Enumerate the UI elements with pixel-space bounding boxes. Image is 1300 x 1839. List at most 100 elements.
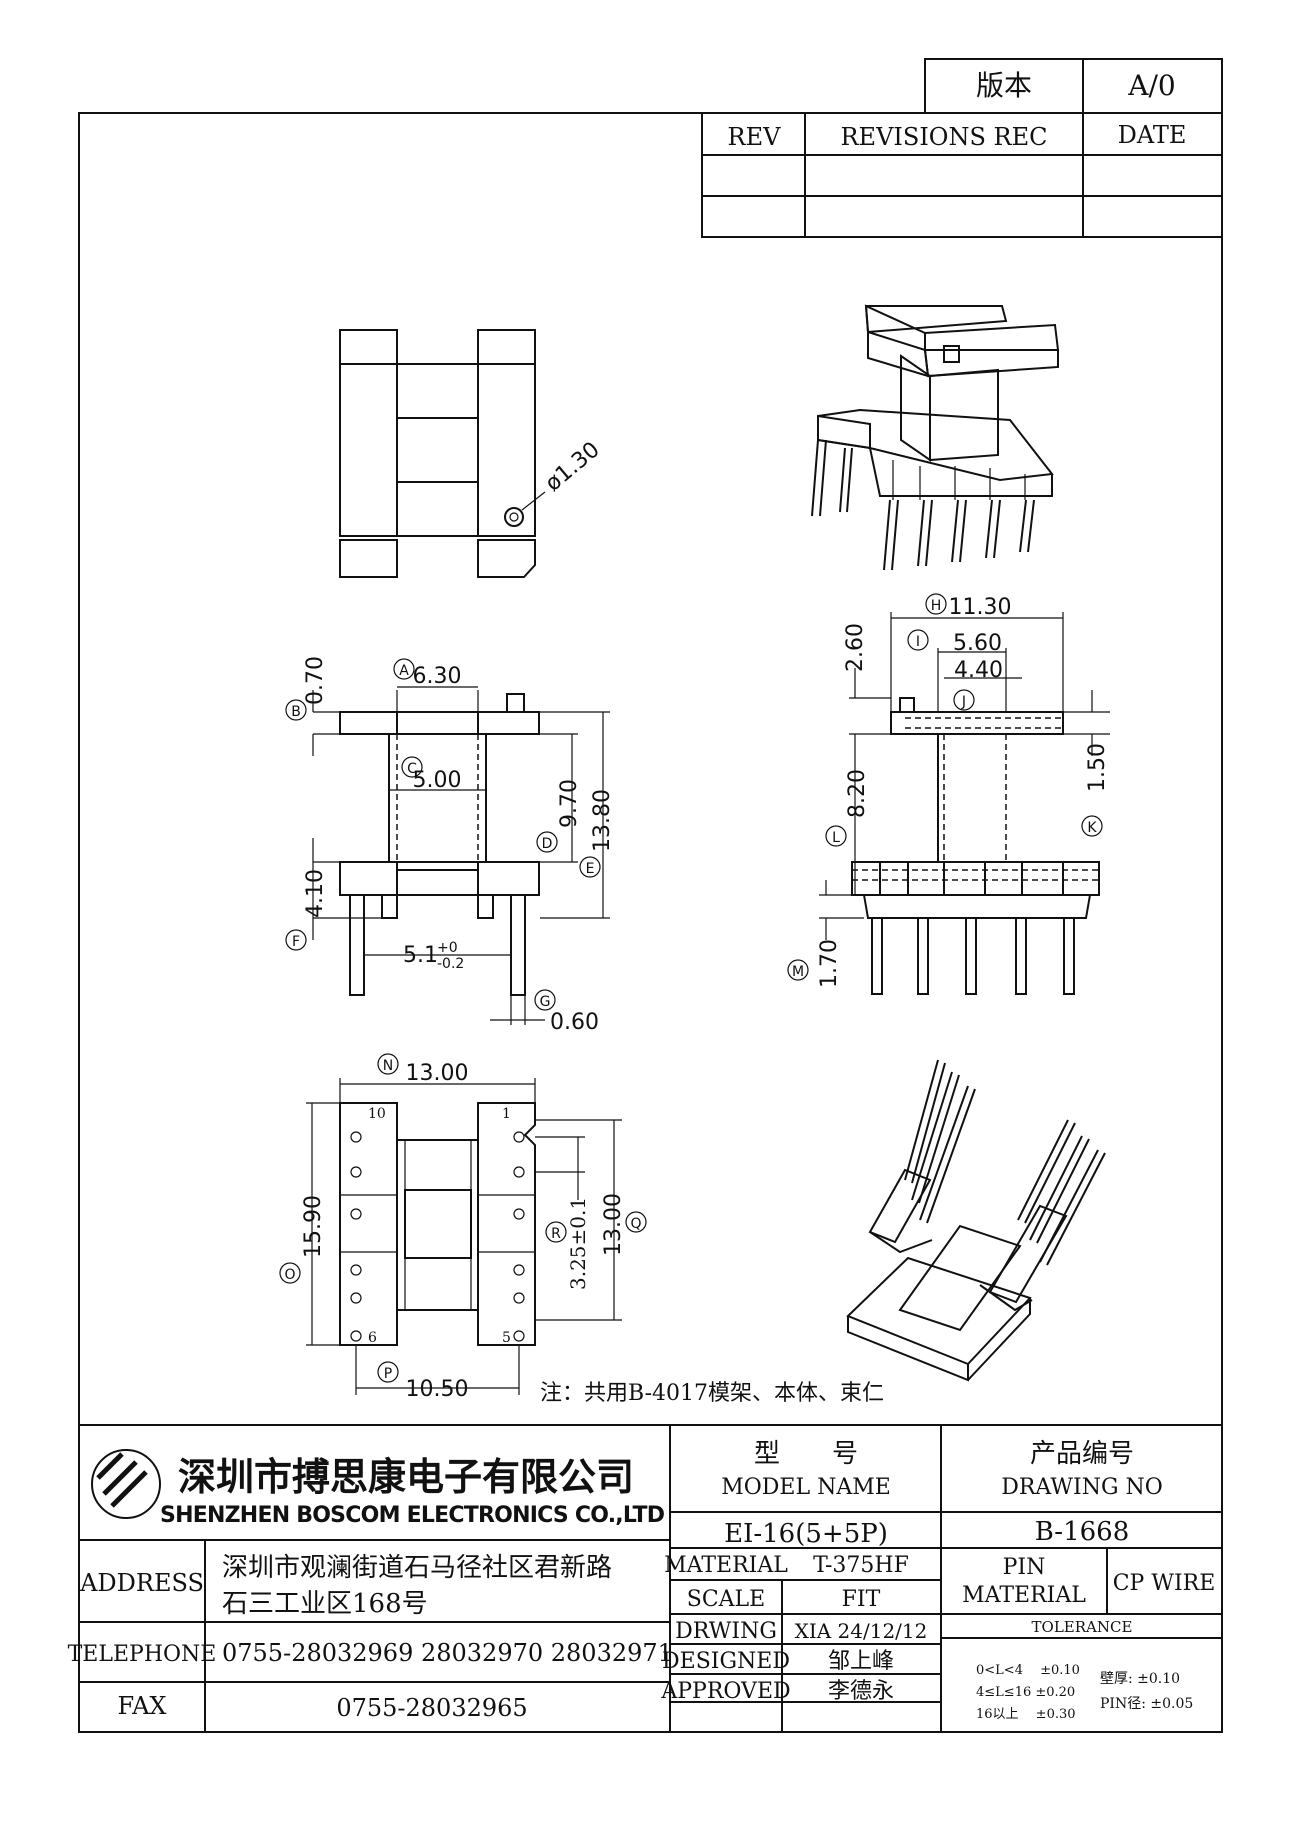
dim-slot-tol-minus: -0.2 bbox=[437, 956, 464, 972]
approved-label: APPROVED bbox=[660, 1679, 790, 1704]
pin-material-value: CP WIRE bbox=[1113, 1571, 1216, 1596]
callout-h: H bbox=[925, 593, 947, 615]
drawing-no-en: DRAWING NO bbox=[1001, 1475, 1163, 1500]
callouts: A B C D E F G H I J K L M N O P Q R bbox=[279, 593, 1103, 1383]
tolerance-label: TOLERANCE bbox=[1032, 1618, 1133, 1636]
svg-text:I: I bbox=[916, 634, 920, 650]
dim-g-value: 0.60 bbox=[550, 1010, 599, 1035]
svg-text:R: R bbox=[551, 1226, 561, 1242]
callout-e: E bbox=[579, 856, 601, 878]
dim-slot-tol-plus: +0 bbox=[437, 940, 458, 956]
pin-material-label-1: PIN bbox=[1003, 1555, 1046, 1580]
company-logo bbox=[91, 1449, 161, 1519]
pin-number-1: 1 bbox=[502, 1106, 511, 1122]
version-label: 版本 bbox=[976, 69, 1032, 102]
dim-e-value: 13.80 bbox=[590, 789, 615, 852]
model-name-cn: 型 号 bbox=[754, 1439, 858, 1469]
dim-a-value: 6.30 bbox=[413, 664, 462, 689]
dim-c-value: 5.00 bbox=[413, 768, 462, 793]
pin-number-5: 5 bbox=[502, 1330, 511, 1346]
callout-o: O bbox=[279, 1262, 301, 1284]
isometric-view-bottom bbox=[846, 1059, 1106, 1382]
svg-text:M: M bbox=[792, 964, 804, 980]
dim-r-value: 3.25±0.1 bbox=[566, 1197, 590, 1290]
revision-box: 版本 A/0 REV REVISIONS REC DATE bbox=[701, 58, 1223, 238]
callout-d: D bbox=[536, 831, 558, 853]
fax-label: FAX bbox=[118, 1692, 167, 1720]
scale-label: SCALE bbox=[687, 1587, 765, 1612]
model-name-value: EI-16(5+5P) bbox=[724, 1519, 888, 1549]
svg-text:B: B bbox=[291, 704, 301, 720]
rev-header: REV bbox=[728, 123, 782, 151]
callout-j: J bbox=[953, 689, 975, 711]
address-line-1: 深圳市观澜街道石马径社区君新路 bbox=[222, 1553, 612, 1583]
tolerance-row-2: 4≤L≤16 ±0.20 bbox=[976, 1685, 1075, 1700]
svg-text:J: J bbox=[961, 694, 966, 710]
svg-text:A: A bbox=[399, 663, 409, 679]
callout-p: P bbox=[377, 1361, 399, 1383]
svg-text:G: G bbox=[540, 994, 551, 1010]
svg-text:E: E bbox=[586, 861, 595, 877]
dim-j-value: 4.40 bbox=[954, 658, 1003, 683]
tolerance-row-3: 16以上 ±0.30 bbox=[976, 1707, 1076, 1722]
svg-text:K: K bbox=[1087, 820, 1097, 836]
dim-h-value: 11.30 bbox=[949, 595, 1012, 620]
svg-text:C: C bbox=[407, 761, 417, 777]
callout-c: C bbox=[401, 756, 423, 778]
drawing-no-value: B-1668 bbox=[1035, 1517, 1130, 1547]
date-header: DATE bbox=[1118, 121, 1187, 149]
dim-top-h-value: 2.60 bbox=[843, 623, 868, 672]
company-name-en: SHENZHEN BOSCOM ELECTRONICS CO.,LTD bbox=[160, 1503, 665, 1528]
isometric-view-top bbox=[811, 304, 1060, 571]
sheet-border bbox=[78, 112, 1223, 1733]
drwing-value: XIA 24/12/12 bbox=[795, 1619, 928, 1643]
title-block: 深圳市搏思康电子有限公司 SHENZHEN BOSCOM ELECTRONICS… bbox=[68, 1424, 1222, 1732]
dim-d-value: 9.70 bbox=[557, 779, 582, 828]
drawing-note: 注：共用B-4017模架、本体、束仁 bbox=[540, 1381, 884, 1406]
dim-i-value: 5.60 bbox=[953, 631, 1002, 656]
approved-value: 李德永 bbox=[828, 1679, 894, 1704]
designed-value: 邹上峰 bbox=[828, 1649, 894, 1674]
callout-b: B bbox=[285, 699, 307, 721]
material-label: MATERIAL bbox=[664, 1553, 788, 1578]
bottom-view: 10 1 6 5 13.00 15.90 10.50 13.00 3.25±0.… bbox=[301, 1061, 626, 1402]
callout-n: N bbox=[377, 1053, 399, 1075]
telephone-value: 0755-28032969 28032970 28032971 bbox=[222, 1639, 673, 1667]
svg-text:F: F bbox=[292, 934, 300, 950]
dim-n-value: 13.00 bbox=[406, 1061, 469, 1086]
callout-l: L bbox=[825, 825, 847, 847]
pin-number-10: 10 bbox=[368, 1106, 386, 1122]
svg-text:L: L bbox=[832, 830, 840, 846]
pin-number-6: 6 bbox=[368, 1330, 377, 1346]
svg-text:P: P bbox=[384, 1366, 392, 1382]
dim-slot-value: 5.1 bbox=[403, 943, 438, 968]
telephone-label: TELEPHONE bbox=[68, 1642, 217, 1667]
address-line-2: 石三工业区168号 bbox=[222, 1589, 428, 1619]
callout-m: M bbox=[787, 959, 809, 981]
svg-text:O: O bbox=[284, 1267, 295, 1283]
scale-value: FIT bbox=[842, 1587, 881, 1612]
tolerance-row-1: 0<L<4 ±0.10 bbox=[976, 1663, 1080, 1678]
address-label: ADDRESS bbox=[79, 1569, 204, 1597]
company-name-cn: 深圳市搏思康电子有限公司 bbox=[178, 1454, 634, 1499]
drawing-no-cn: 产品编号 bbox=[1030, 1439, 1134, 1469]
callout-g: G bbox=[534, 989, 556, 1011]
callout-q: Q bbox=[625, 1211, 647, 1233]
callout-i: I bbox=[907, 629, 929, 651]
front-view: 6.30 0.70 5.00 9.70 13.80 4.10 5.1 +0 -0… bbox=[303, 656, 615, 1035]
fax-value: 0755-28032965 bbox=[336, 1694, 527, 1722]
version-value: A/0 bbox=[1127, 69, 1175, 102]
model-name-en: MODEL NAME bbox=[721, 1475, 891, 1500]
dim-p-value: 10.50 bbox=[406, 1377, 469, 1402]
revisions-header: REVISIONS REC bbox=[840, 123, 1047, 151]
pin-material-label-2: MATERIAL bbox=[962, 1583, 1086, 1608]
callout-r: R bbox=[545, 1221, 567, 1243]
callout-a: A bbox=[393, 658, 415, 680]
dim-m-value: 1.70 bbox=[817, 939, 842, 988]
dim-k-value: 1.50 bbox=[1085, 743, 1110, 792]
side-view: 11.30 5.60 4.40 2.60 8.20 1.50 1.70 bbox=[817, 595, 1110, 995]
designed-label: DESIGNED bbox=[662, 1649, 790, 1674]
drwing-label: DRWING bbox=[675, 1619, 777, 1644]
svg-text:D: D bbox=[542, 836, 553, 852]
